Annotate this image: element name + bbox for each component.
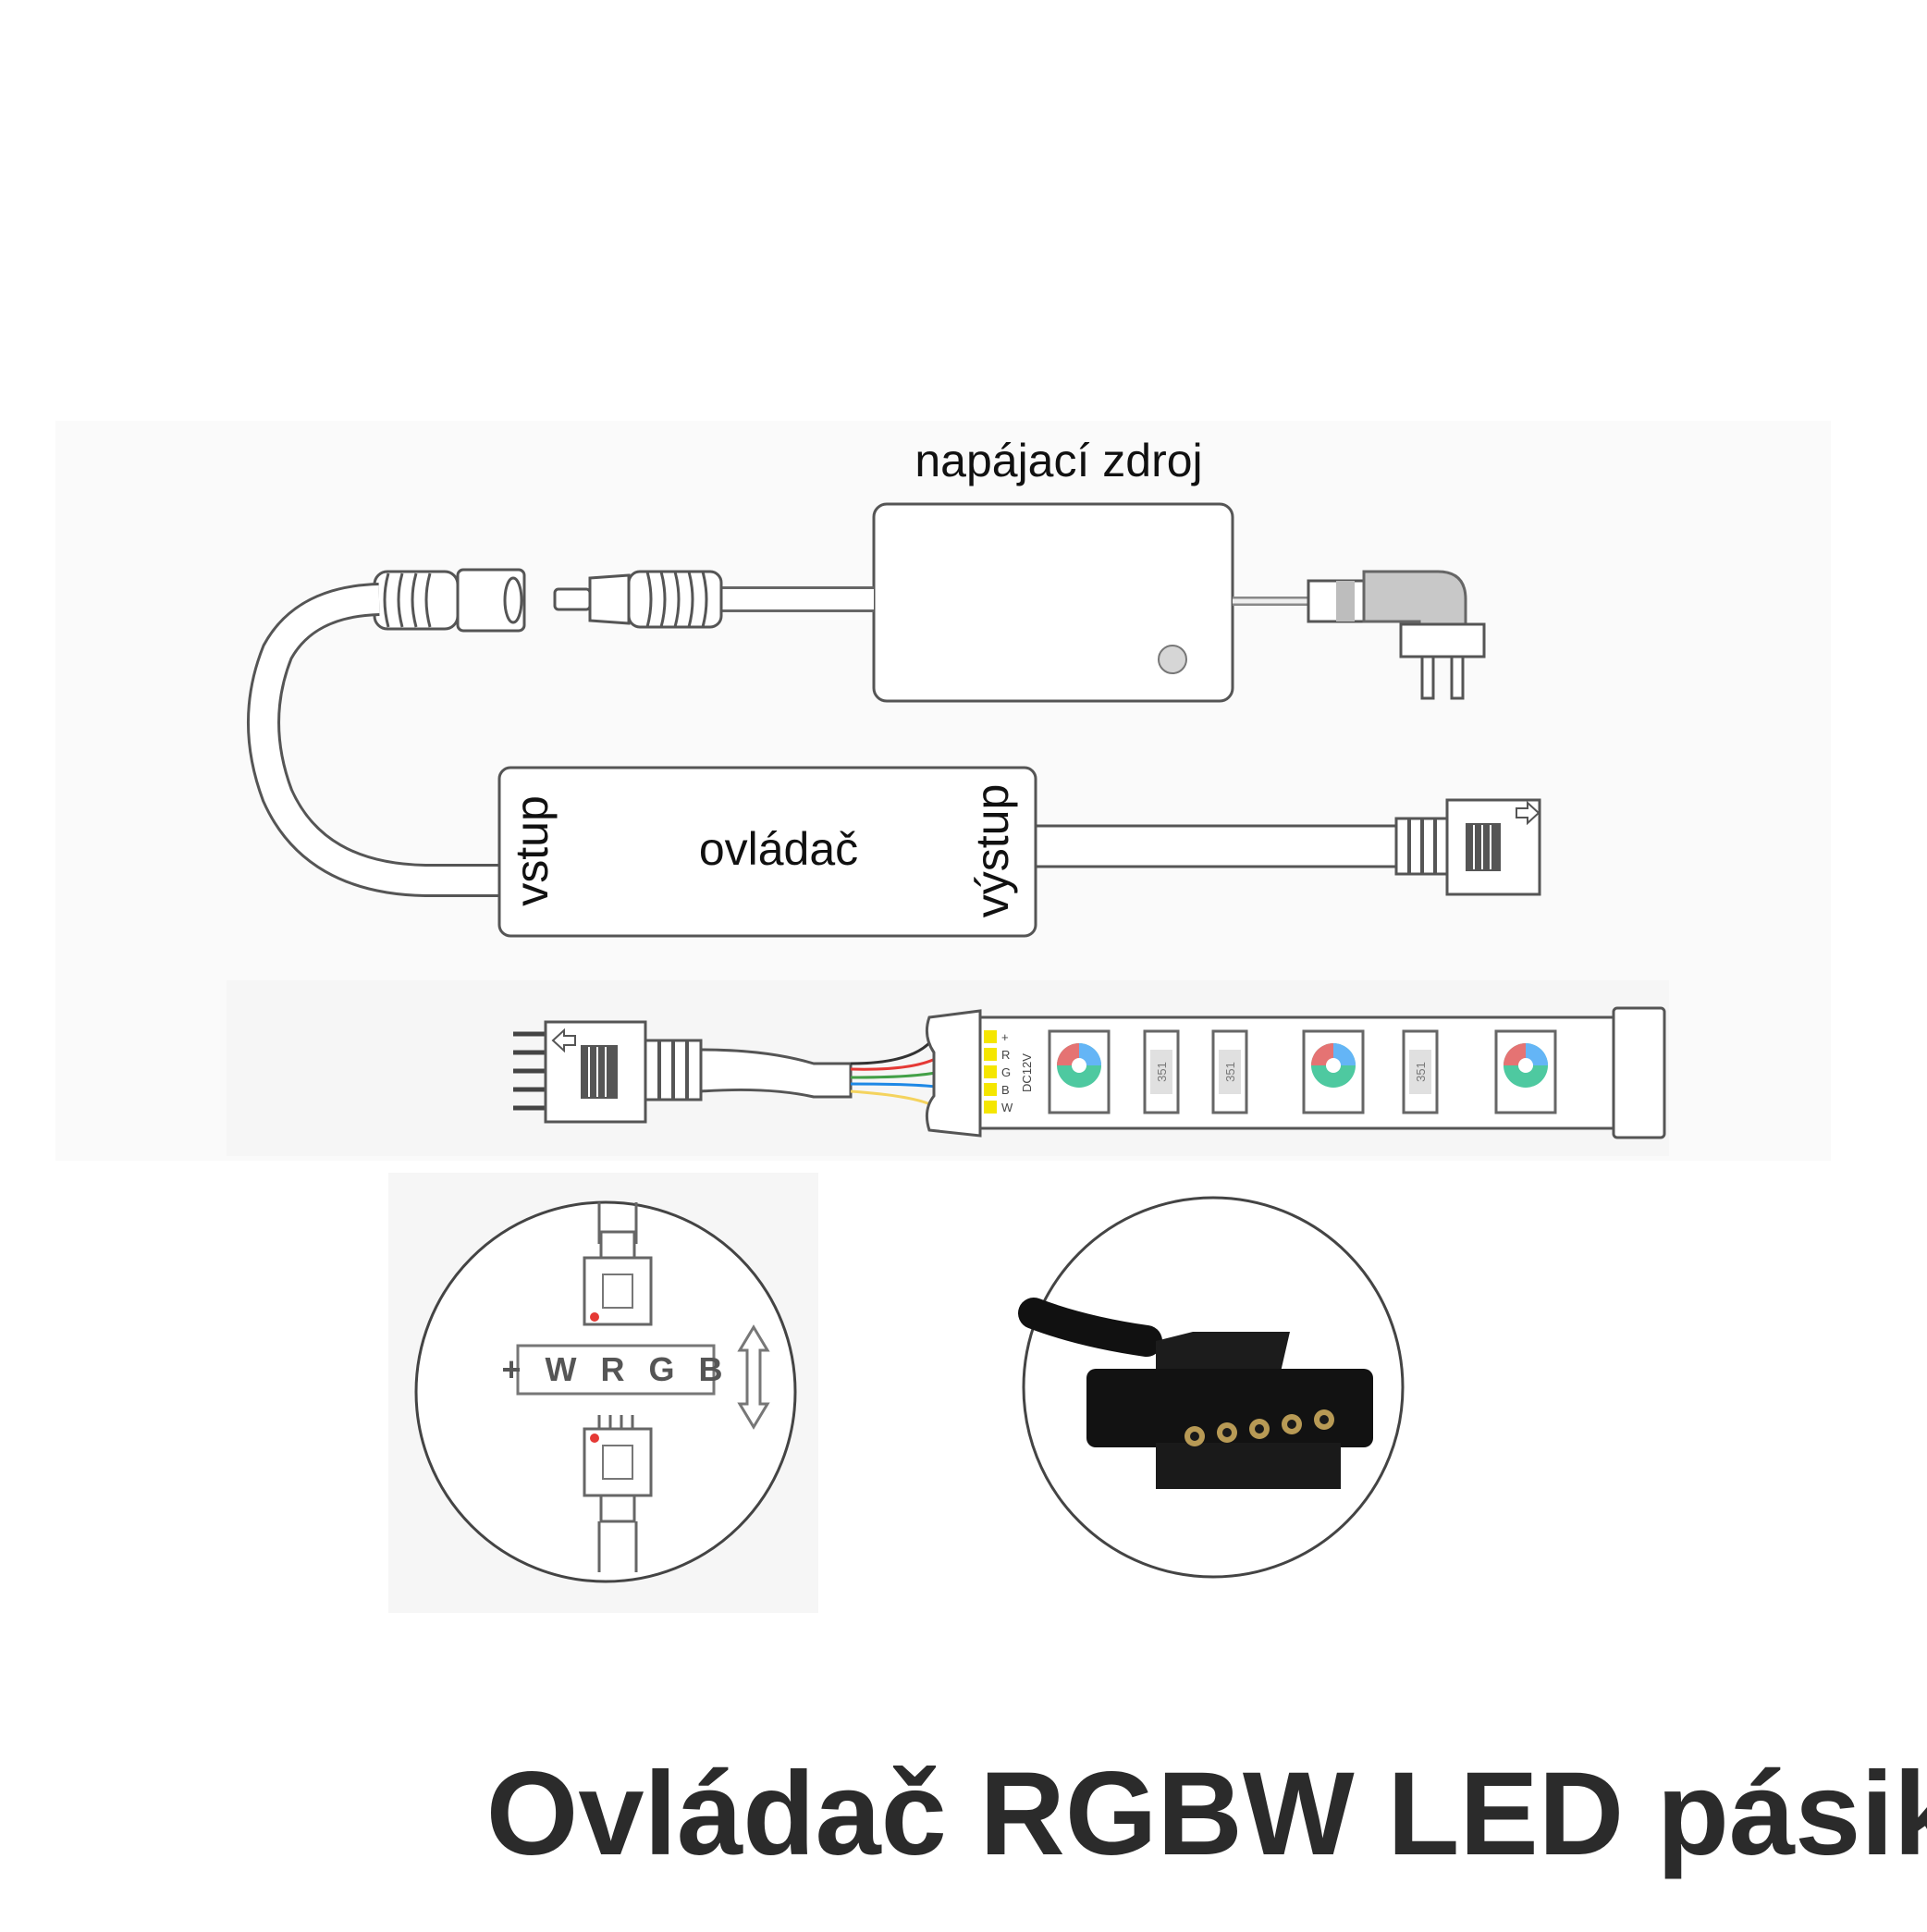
rgb-led-2 [1302, 1029, 1365, 1114]
up-down-arrow-icon [737, 1324, 770, 1430]
strip-male-connector-icon [513, 1020, 703, 1124]
input-label: vstup [506, 795, 558, 906]
controller-output-connector-icon [1394, 798, 1541, 896]
rgb-led-3 [1494, 1029, 1557, 1114]
svg-text:351: 351 [1414, 1062, 1428, 1082]
controller-label: ovládač [699, 823, 858, 875]
strip-clip [925, 1009, 982, 1138]
resistor-1: 351 [1143, 1029, 1180, 1114]
pin-label-r: R [1001, 1048, 1010, 1062]
pin-label-b: B [1001, 1083, 1010, 1097]
dc-male-plug-icon [553, 570, 723, 629]
pin-label-g: G [1001, 1065, 1011, 1079]
power-supply-led-indicator [1158, 645, 1187, 674]
rgb-led-1 [1048, 1029, 1111, 1114]
power-supply-label: napájací zdroj [914, 435, 1202, 486]
strip-voltage-label: DC12V [1020, 1053, 1034, 1092]
pin-order-detail: + W R G B [501, 1202, 770, 1572]
strip-cable [699, 1048, 853, 1099]
dc-female-jack-icon [373, 568, 526, 633]
female-5pin-connector-icon [1018, 1298, 1373, 1489]
strip-end-cap [1612, 1006, 1666, 1139]
page-title: Ovládač RGBW LED pásika [486, 1748, 1927, 1880]
resistor-3: 351 [1402, 1029, 1439, 1114]
svg-text:351: 351 [1155, 1062, 1169, 1082]
mains-plug-icon [1307, 570, 1486, 700]
output-label: výstup [966, 784, 1018, 918]
svg-text:351: 351 [1223, 1062, 1237, 1082]
pin-label-w: W [1001, 1101, 1013, 1114]
strip-solder-pads [984, 1030, 997, 1114]
controller-output-cable [1034, 824, 1403, 868]
pin-label-plus: + [1001, 1030, 1009, 1044]
resistor-2: 351 [1211, 1029, 1248, 1114]
connector-order-label: + W R G B [501, 1350, 730, 1388]
